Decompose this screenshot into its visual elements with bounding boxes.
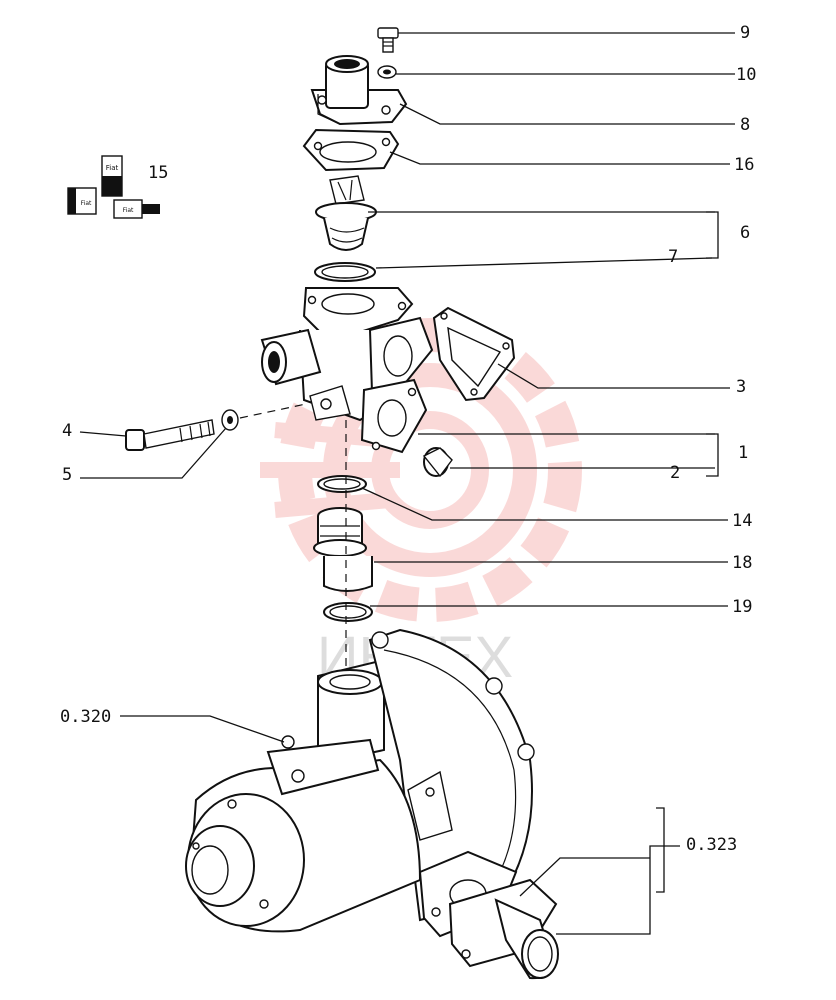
callout-14: 14 [732, 511, 752, 531]
kit-box-right-label: Fiat [123, 207, 134, 214]
bolt [125, 419, 215, 451]
callout-15: 15 [148, 163, 168, 183]
leader-lines [79, 32, 735, 935]
lower-seal-ring [317, 475, 367, 493]
callout-6: 6 [740, 223, 750, 243]
callout-1: 1 [738, 443, 748, 463]
kit-box-left-label: Fiat [81, 200, 92, 207]
bolt-washer [221, 409, 239, 431]
callout-16: 16 [734, 155, 754, 175]
callout-19: 19 [732, 597, 752, 617]
callout-3: 3 [736, 377, 746, 397]
callout-9: 9 [740, 23, 750, 43]
callout-5: 5 [62, 465, 72, 485]
thermostat-seal [314, 262, 376, 282]
callout-2: 2 [670, 463, 680, 483]
sealant-kit: Fiat Fiat Fiat [67, 155, 160, 219]
bolt-axis-line [239, 403, 307, 419]
washer [377, 65, 397, 79]
side-gasket [432, 306, 516, 402]
callout-10: 10 [736, 65, 756, 85]
connector-pipe [313, 507, 373, 592]
thermostat [315, 175, 377, 251]
plug [422, 447, 453, 478]
callout-18: 18 [732, 553, 752, 573]
kit-tube-label: Fiat [106, 164, 119, 172]
callout-0-320: 0.320 [60, 707, 111, 727]
cover-gasket [302, 128, 400, 172]
callout-4: 4 [62, 421, 72, 441]
thermostat-cover [310, 55, 408, 126]
water-pump-body [185, 628, 535, 933]
screw [377, 27, 399, 53]
outlet-flange-assembly [418, 850, 559, 980]
pump-seal-ring [323, 602, 373, 622]
thermostat-housing [260, 287, 434, 454]
callout-7: 7 [668, 247, 678, 267]
callout-0-323: 0.323 [686, 835, 737, 855]
callout-8: 8 [740, 115, 750, 135]
